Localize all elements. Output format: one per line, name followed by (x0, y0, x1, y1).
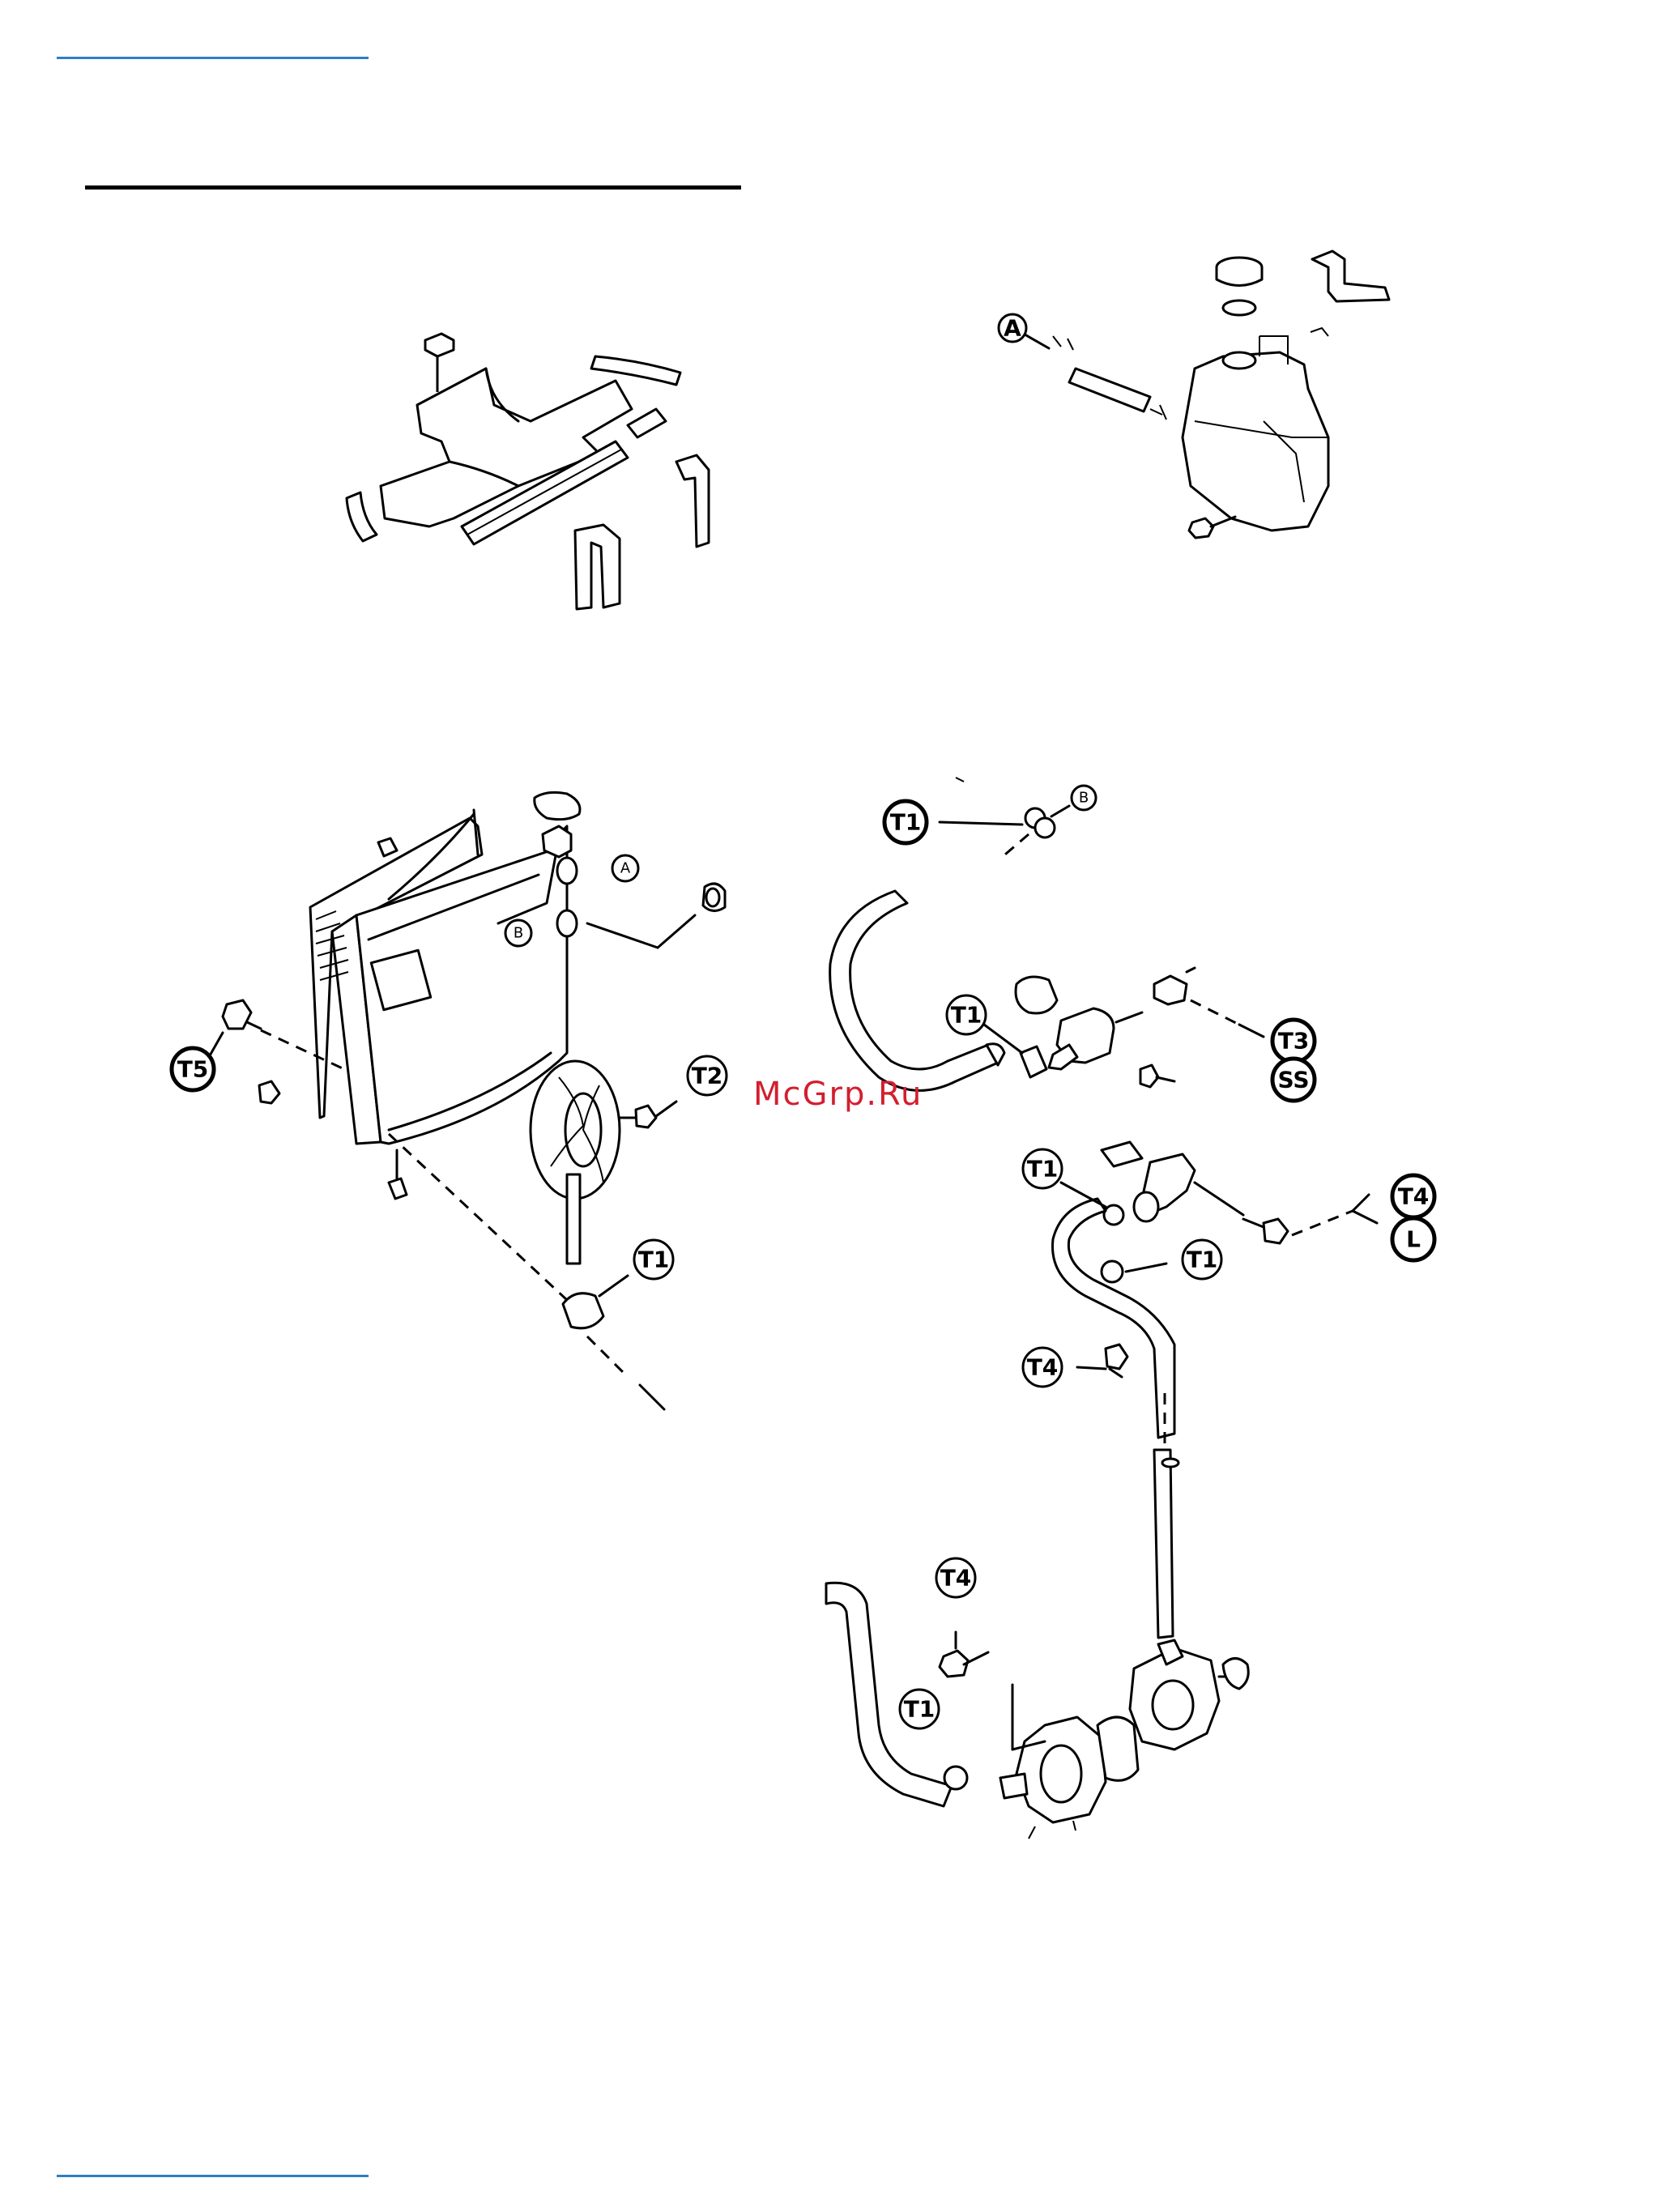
svg-text:B: B (1079, 790, 1089, 807)
reservoir-bolt (1189, 517, 1235, 538)
foam-pad (628, 409, 666, 437)
svg-text:T2: T2 (692, 1063, 723, 1089)
pump-seal (1223, 1659, 1248, 1690)
svg-text:L: L (1406, 1226, 1421, 1253)
svg-text:T1: T1 (890, 809, 922, 836)
callout-t1-hose-a: T1 (1023, 1149, 1062, 1188)
svg-text:T1: T1 (1187, 1247, 1218, 1273)
lower-seal-bracket (575, 525, 620, 609)
svg-text:T1: T1 (904, 1696, 936, 1723)
svg-text:T4: T4 (1398, 1183, 1430, 1210)
footer-rule (57, 2175, 369, 2177)
callout-t3: T3 (1272, 1020, 1315, 1062)
callout-t1-hose-b: T1 (1183, 1240, 1221, 1279)
svg-text:A: A (620, 860, 631, 877)
svg-text:T5: T5 (177, 1056, 209, 1083)
outlet-gasket (1102, 1142, 1142, 1166)
callout-l: L (1392, 1218, 1434, 1260)
callout-b-radiator: B (505, 920, 531, 946)
reservoir-assembly (1021, 251, 1389, 538)
callout-b-upper: B (1072, 786, 1096, 810)
overflow-hose (1312, 251, 1389, 301)
water-pipe (1154, 1450, 1173, 1638)
callout-t1-upper: T1 (884, 801, 927, 843)
air-guide-assembly (347, 334, 709, 609)
reservoir-hose (1069, 369, 1150, 411)
side-seal-left (347, 492, 377, 541)
svg-text:T1: T1 (951, 1002, 982, 1029)
water-pump-assembly (826, 1583, 1248, 1839)
watermark: McGrp.Ru (753, 1076, 923, 1113)
pump-bolt (940, 1632, 988, 1677)
svg-text:T1: T1 (1027, 1156, 1059, 1183)
cap-seal (1223, 300, 1255, 315)
svg-text:T4: T4 (940, 1565, 972, 1592)
callout-a-radiator: A (612, 855, 638, 881)
callout-t4-bolt: T4 (1023, 1348, 1062, 1387)
callout-t2: T2 (688, 1056, 727, 1095)
svg-text:SS: SS (1277, 1067, 1309, 1093)
svg-text:A: A (1004, 315, 1021, 342)
callout-t4-pump: T4 (936, 1558, 975, 1597)
lower-hose-clamp (563, 1294, 603, 1328)
radiator-assembly (223, 792, 725, 1409)
svg-text:T4: T4 (1027, 1354, 1059, 1381)
svg-text:T1: T1 (638, 1247, 670, 1273)
reservoir-tank (1183, 352, 1328, 531)
radiator-cap (535, 792, 580, 819)
cooling-fan (531, 1061, 648, 1264)
radiator-filler-neck (543, 826, 571, 857)
svg-text:T3: T3 (1278, 1028, 1310, 1055)
upper-radiator-hose (830, 891, 998, 1090)
callout-ss: SS (1272, 1059, 1315, 1101)
callout-t1-pump: T1 (900, 1690, 939, 1728)
upper-hose-clamp (940, 806, 1069, 859)
callout-t1-fan: T1 (634, 1240, 673, 1279)
seal-strip-rear (591, 356, 680, 385)
callout-t5: T5 (172, 1048, 214, 1090)
callout-t1-thermo: T1 (947, 995, 986, 1034)
svg-text:B: B (514, 925, 523, 942)
callout-t4-housing: T4 (1392, 1175, 1434, 1217)
side-seal-right (676, 455, 709, 547)
bypass-hose-assembly (1053, 1142, 1378, 1638)
callout-a-upper: A (999, 314, 1026, 342)
bypass-hose (1053, 1199, 1175, 1438)
pump-gasket (1097, 1717, 1138, 1780)
temp-sender (1154, 968, 1264, 1037)
